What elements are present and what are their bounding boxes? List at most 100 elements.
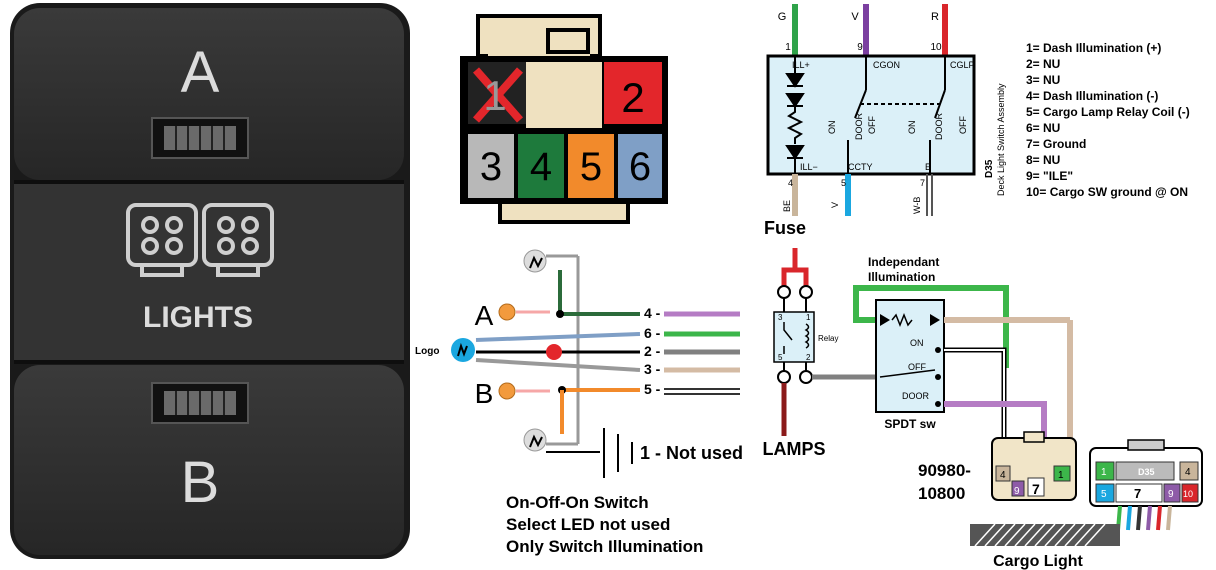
pin-5-label: 5 xyxy=(580,145,602,189)
ill-minus-label: ILL− xyxy=(800,162,818,172)
pin-4-cell xyxy=(518,134,564,198)
cglp-label: CGLP xyxy=(950,60,975,70)
pin-4-label: 4 xyxy=(530,145,552,189)
on-label-1: ON xyxy=(827,121,837,135)
cgon-label: CGON xyxy=(873,60,900,70)
relay-pin-5: 5 xyxy=(778,353,783,362)
term-2-label: 2 - xyxy=(644,343,661,359)
switch-b-label: B xyxy=(475,378,494,409)
wire-label-v-bottom: V xyxy=(830,202,840,208)
indep-label-2: Illumination xyxy=(868,270,935,284)
pin-label-5: 5 xyxy=(841,178,846,188)
big-plug-pin-4: 4 xyxy=(1185,467,1191,478)
pin-1-label: 1 xyxy=(483,72,506,119)
term-6-label: 6 - xyxy=(644,325,661,341)
relay-pin-1: 1 xyxy=(806,313,811,322)
pin-3-cell xyxy=(468,134,514,198)
legend-line: 10= Cargo SW ground @ ON xyxy=(1026,185,1188,199)
legend-line: 6= NU xyxy=(1026,121,1060,135)
switch-desc-2: Select LED not used xyxy=(506,515,670,534)
part-number-2: 10800 xyxy=(918,484,965,503)
pin-label-1: 1 xyxy=(785,42,791,53)
wire-label-be: BE xyxy=(782,200,792,212)
pin-5-cell xyxy=(568,134,614,198)
led-window-bottom xyxy=(151,382,249,424)
term-3-label: 3 - xyxy=(644,361,661,377)
pin-6-cell xyxy=(618,134,662,198)
switch-bottom-letter: B xyxy=(181,450,220,515)
pin-2-cell xyxy=(604,62,662,124)
cargo-light-label: Cargo Light xyxy=(993,553,1083,570)
pin-3-label: 3 xyxy=(480,145,502,189)
wire-label-v-top: V xyxy=(851,11,859,23)
pin-label-4: 4 xyxy=(788,178,793,188)
relay-circuit: Fuse 3 1 5 2 Relay LAMPS xyxy=(763,218,880,459)
wire-label-r: R xyxy=(931,11,939,23)
small-plug-pin-1: 1 xyxy=(1058,470,1064,481)
wire-label-g: G xyxy=(778,11,787,23)
legend-line: 4= Dash Illumination (-) xyxy=(1026,89,1158,103)
door-label-2: DOOR xyxy=(934,112,944,140)
logo-label: Logo xyxy=(415,346,439,357)
big-plug-pin-1: 1 xyxy=(1101,467,1107,478)
switch-top-letter: A xyxy=(181,40,220,105)
big-plug-pin-5: 5 xyxy=(1101,489,1107,500)
legend-line: 1= Dash Illumination (+) xyxy=(1026,41,1161,55)
legend-line: 7= Ground xyxy=(1026,137,1086,151)
legend-line: 8= NU xyxy=(1026,153,1060,167)
relay-label: Relay xyxy=(818,334,838,343)
switch-lights-label: LIGHTS xyxy=(143,301,253,334)
pin-label-7: 7 xyxy=(920,178,925,188)
door-label-1: DOOR xyxy=(854,112,864,140)
switch-schematic: A Logo B 1 - Not used 4 - 6 - 2 - xyxy=(415,249,743,556)
wire-label-wb: W-B xyxy=(912,197,922,214)
legend-line: 2= NU xyxy=(1026,57,1060,71)
plug-d35: 1 D35 4 5 7 9 10 xyxy=(1089,439,1203,531)
fuse-label: Fuse xyxy=(764,218,806,238)
small-plug-pin-7: 7 xyxy=(1032,481,1040,497)
led-window-top xyxy=(151,117,249,159)
spdt-label: SPDT sw xyxy=(884,417,936,431)
ill-plus-label: ILL+ xyxy=(792,60,810,70)
switch-desc-1: On-Off-On Switch xyxy=(506,493,649,512)
ccty-label: CCTY xyxy=(848,162,873,172)
pin-6-label: 6 xyxy=(629,145,651,189)
small-plug-pin-4: 4 xyxy=(1000,470,1006,481)
e-label: E xyxy=(925,162,931,172)
term-5-label: 5 - xyxy=(644,381,661,397)
pin-legend: 1= Dash Illumination (+) 2= NU 3= NU 4= … xyxy=(1026,41,1190,199)
lights-icon xyxy=(126,203,274,277)
off-label-1: OFF xyxy=(867,116,877,134)
switch-assembly-label: Deck Light Switch Assembly xyxy=(996,83,1006,196)
big-plug-code: D35 xyxy=(1138,467,1155,477)
big-plug-pin-9: 9 xyxy=(1168,489,1174,500)
switch-code-label: D35 xyxy=(984,159,995,178)
cargo-light-harness: Cargo Light xyxy=(970,523,1120,570)
legend-line: 9= "ILE" xyxy=(1026,169,1073,183)
off-label-2: OFF xyxy=(958,116,968,134)
big-plug-pin-7: 7 xyxy=(1134,486,1141,501)
not-used-label: 1 - Not used xyxy=(640,443,743,463)
spdt-switch: Independant Illumination ON OFF DOOR SPD… xyxy=(853,255,1073,460)
lamps-label: LAMPS xyxy=(763,439,826,459)
term-4-label: 4 - xyxy=(644,305,661,321)
six-pin-connector: 1 2 3 4 5 6 xyxy=(460,14,668,224)
spdt-off-label: OFF xyxy=(908,362,926,372)
rocker-switch: A LIGHTS xyxy=(10,3,410,559)
spdt-door-label: DOOR xyxy=(902,391,930,401)
switch-a-label: A xyxy=(475,300,494,331)
switch-desc-3: Only Switch Illumination xyxy=(506,537,703,556)
spdt-on-label: ON xyxy=(910,338,924,348)
pin-label-10: 10 xyxy=(930,42,942,53)
indep-label-1: Independant xyxy=(868,255,939,269)
pin-label-9: 9 xyxy=(857,42,863,53)
small-plug-pin-9: 9 xyxy=(1014,486,1020,497)
big-plug-pin-10: 10 xyxy=(1183,489,1193,499)
pin-2-label: 2 xyxy=(621,74,644,121)
part-number-1: 90980- xyxy=(918,461,971,480)
deck-switch-assembly: G V R 1 9 10 ILL+ CGON CGLP ON D xyxy=(766,4,1006,216)
relay-pin-3: 3 xyxy=(778,313,783,322)
relay-pin-2: 2 xyxy=(806,353,811,362)
legend-line: 3= NU xyxy=(1026,73,1060,87)
